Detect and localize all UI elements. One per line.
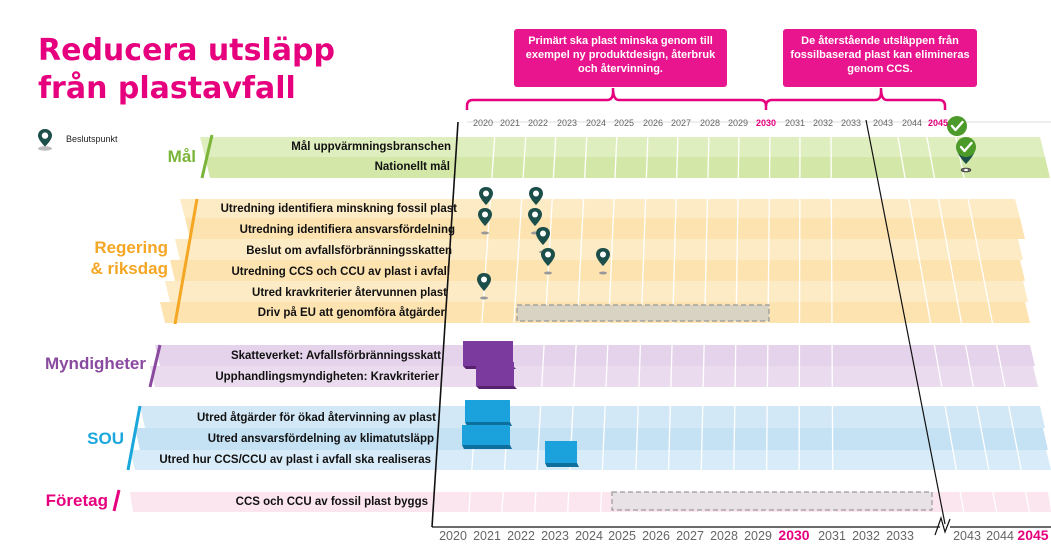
year-label: 2020	[439, 529, 467, 543]
year-label: 2044	[901, 118, 923, 128]
slash-regering	[173, 198, 199, 325]
slash-foretag	[112, 489, 121, 512]
callout-ccs: De återstående utsläppen från fossilbase…	[783, 29, 977, 87]
row-label: Utredning identifiera minskning fossil p…	[220, 203, 457, 215]
year-label: 2044	[986, 529, 1014, 543]
year-label: 2033	[886, 529, 914, 543]
row-label: Utred ansvarsfördelning av klimatutsläpp	[207, 433, 434, 445]
year-label: 2025	[608, 529, 636, 543]
ccs-build-bar	[611, 491, 933, 511]
timeline-break-line	[865, 119, 946, 525]
year-label: 2022	[527, 118, 549, 128]
callout-primary: Primärt ska plast minska genom till exem…	[514, 29, 727, 87]
row-label: Utred åtgärder för ökad återvinning av p…	[196, 412, 436, 424]
sou-blocks	[462, 400, 579, 467]
year-label: 2043	[872, 118, 894, 128]
year-label: 2030	[778, 527, 810, 543]
year-label: 2023	[556, 118, 578, 128]
year-axis-top: 2020 2021 2022 2023 2024 2025 2026 2027 …	[0, 118, 1051, 132]
category-myndigheter: Myndigheter	[44, 354, 146, 373]
row-label: CCS och CCU av fossil plast byggs	[235, 496, 428, 508]
legend: Beslutspunkt	[36, 128, 176, 152]
slash-myndigheter	[148, 344, 162, 388]
row-bands	[130, 137, 1051, 512]
category-mal: Mål	[167, 147, 196, 166]
year-label: 2043	[953, 529, 981, 543]
callout-brackets	[465, 87, 947, 110]
grid-lines	[467, 131, 1033, 526]
row-label: Nationellt mål	[374, 161, 450, 173]
category-regering: Regering & riksdag	[90, 238, 168, 278]
year-label: 2020	[472, 118, 494, 128]
slash-mal	[200, 134, 214, 179]
year-label: 2027	[670, 118, 692, 128]
checkmark-icon	[947, 116, 967, 136]
eu-measures-bar	[516, 304, 770, 322]
row-label: Utred kravkriterier återvunnen plast	[252, 287, 447, 299]
year-label: 2028	[699, 118, 721, 128]
year-label: 2028	[710, 529, 738, 543]
legend-label: Beslutspunkt	[66, 134, 118, 144]
map-pin-icon	[596, 248, 610, 275]
map-pin-icon	[541, 248, 555, 275]
year-label: 2031	[818, 529, 846, 543]
row-label: Driv på EU att genomföra åtgärder	[257, 307, 445, 319]
year-label: 2022	[507, 529, 535, 543]
category-sou: SOU	[87, 429, 124, 448]
year-label: 2024	[575, 529, 603, 543]
page-title: Reducera utsläpp från plastavfall	[38, 32, 335, 108]
row-label: Skatteverket: Avfallsförbränningsskatt	[230, 350, 441, 362]
row-label: Utredning identifiera ansvarsfördelning	[239, 224, 455, 236]
row-label: Utredning CCS och CCU av plast i avfall	[231, 266, 450, 278]
year-label: 2029	[727, 118, 749, 128]
row-label: Mål uppvärmningsbranschen	[291, 141, 451, 153]
year-axis-bottom: 2020 2021 2022 2023 2024 2025 2026 2027 …	[0, 527, 1051, 545]
row-label: Beslut om avfallsförbränningsskatten	[246, 245, 452, 257]
map-pin-icon	[536, 227, 550, 254]
year-label: 2045	[927, 118, 949, 128]
map-pin-icon	[477, 273, 491, 300]
title-line-2: från plastavfall	[38, 71, 296, 106]
year-label: 2032	[852, 529, 880, 543]
year-label: 2032	[812, 118, 834, 128]
year-label: 2024	[585, 118, 607, 128]
year-label: 2023	[541, 529, 569, 543]
year-label: 2021	[473, 529, 501, 543]
title-line-1: Reducera utsläpp	[38, 33, 335, 68]
year-label: 2031	[784, 118, 806, 128]
year-label: 2033	[840, 118, 862, 128]
year-label: 2027	[676, 529, 704, 543]
map-pin-icon	[38, 129, 52, 151]
myndigheter-blocks	[463, 341, 517, 389]
year-label: 2026	[642, 118, 664, 128]
axis-line	[431, 121, 459, 528]
year-label: 2025	[613, 118, 635, 128]
map-pin-icon	[478, 208, 492, 235]
slash-sou	[126, 405, 142, 471]
row-label: Upphandlingsmyndigheten: Kravkriterier	[215, 371, 439, 383]
year-label: 2029	[744, 529, 772, 543]
checkmark-icon	[956, 137, 976, 157]
year-label: 2021	[499, 118, 521, 128]
category-foretag: Företag	[45, 491, 108, 510]
row-label: Utred hur CCS/CCU av plast i avfall ska …	[159, 454, 431, 466]
year-label: 2045	[1017, 527, 1049, 543]
year-label: 2026	[642, 529, 670, 543]
year-label: 2030	[755, 118, 777, 128]
